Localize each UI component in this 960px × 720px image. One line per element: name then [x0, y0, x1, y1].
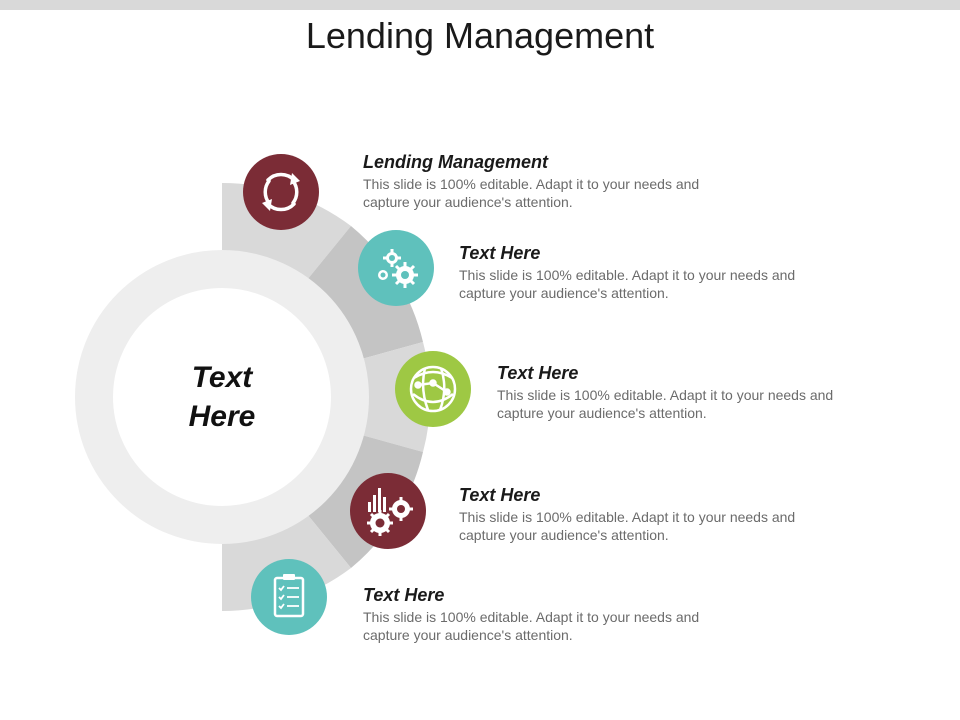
- item-4-text: Text Here This slide is 100% editable. A…: [459, 484, 829, 544]
- item-1-body: This slide is 100% editable. Adapt it to…: [363, 176, 700, 210]
- item-4-heading: Text Here: [459, 485, 541, 505]
- gears-icon: [378, 249, 418, 288]
- item-3-circle: [395, 351, 471, 427]
- item-2-body: This slide is 100% editable. Adapt it to…: [459, 267, 796, 301]
- item-4-circle: [350, 473, 426, 549]
- item-5-heading: Text Here: [363, 585, 445, 605]
- item-2-heading: Text Here: [459, 243, 541, 263]
- item-5-body: This slide is 100% editable. Adapt it to…: [363, 609, 700, 643]
- clipboard-checklist-icon: [273, 574, 305, 618]
- item-3-body: This slide is 100% editable. Adapt it to…: [497, 387, 834, 421]
- center-label: Text Here: [188, 361, 256, 433]
- item-1-text: Lending Management This slide is 100% ed…: [363, 151, 733, 211]
- band-segment-2: [307, 226, 423, 360]
- item-2-circle: [358, 230, 434, 306]
- chart-gear-icon: [367, 488, 413, 536]
- item-1-heading: Lending Management: [363, 152, 549, 172]
- item-1-circle: [243, 154, 319, 230]
- refresh-cycle-icon: [262, 172, 300, 212]
- slide-title: Lending Management: [305, 15, 655, 56]
- center-ring: [75, 250, 369, 544]
- item-2-text: Text Here This slide is 100% editable. A…: [459, 242, 829, 302]
- item-5-text: Text Here This slide is 100% editable. A…: [363, 584, 733, 644]
- item-3-heading: Text Here: [497, 363, 579, 383]
- top-bar: [0, 0, 960, 10]
- item-4-body: This slide is 100% editable. Adapt it to…: [459, 509, 796, 543]
- item-5-circle: [251, 559, 327, 635]
- globe-network-icon: [409, 365, 457, 413]
- item-3-text: Text Here This slide is 100% editable. A…: [497, 362, 867, 422]
